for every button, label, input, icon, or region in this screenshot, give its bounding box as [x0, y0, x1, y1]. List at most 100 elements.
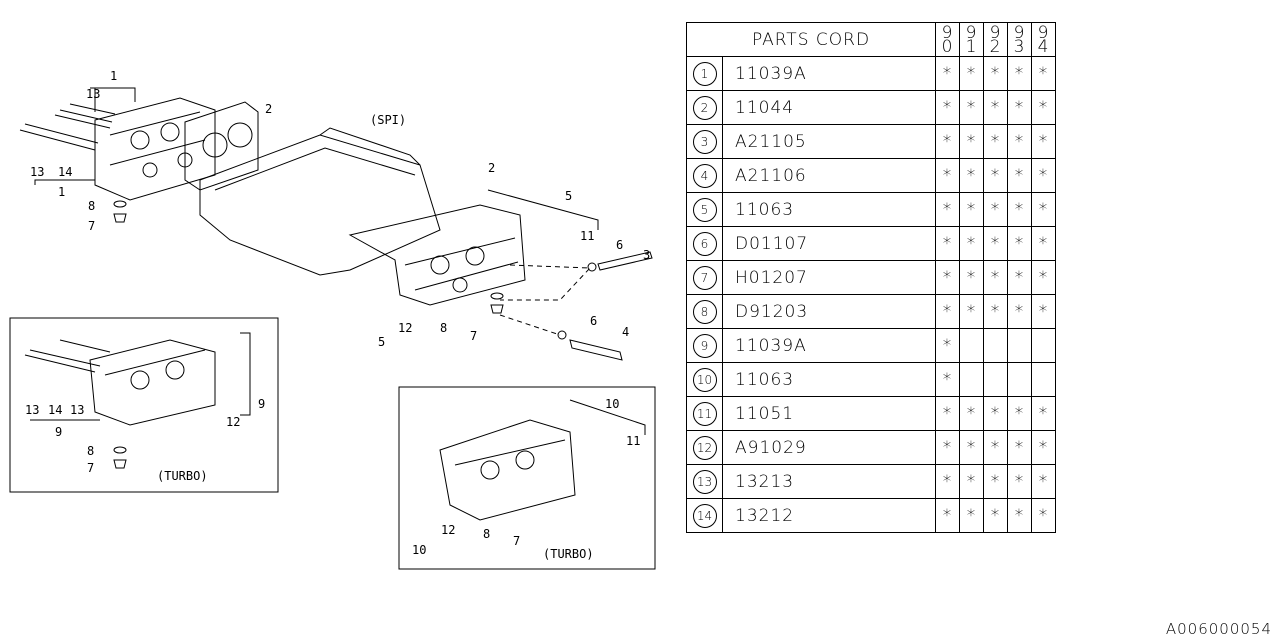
year-applicability-mark: * [983, 192, 1008, 227]
year-applicability-mark [959, 328, 984, 363]
year-applicability-mark: * [959, 294, 984, 329]
part-code: H01207 [722, 260, 936, 295]
label-turbo-left: (TURBO) [157, 469, 208, 483]
callout-8: 8 [87, 444, 94, 458]
callout-14: 14 [48, 403, 62, 417]
ref-number-circle: 4 [692, 163, 717, 188]
part-code: D91203 [722, 294, 936, 329]
year-applicability-mark: * [935, 226, 960, 261]
ref-number-circle: 12 [692, 435, 717, 460]
callout-2: 2 [488, 161, 495, 175]
part-code: 11044 [722, 90, 936, 125]
ref-number-circle: 10 [692, 367, 717, 392]
ref-number: 1 [686, 56, 723, 91]
year-applicability-mark: * [935, 260, 960, 295]
year-applicability-mark: * [935, 498, 960, 533]
year-applicability-mark: * [959, 226, 984, 261]
part-code: 11063 [722, 192, 936, 227]
year-applicability-mark: * [935, 192, 960, 227]
callout-13: 13 [30, 165, 44, 179]
callout-5: 5 [378, 335, 385, 349]
callout-7: 7 [513, 534, 520, 548]
year-applicability-mark: * [935, 56, 960, 91]
year-digit: 9 [965, 22, 978, 43]
ref-number-circle: 11 [692, 401, 717, 426]
year-applicability-mark: * [1031, 226, 1056, 261]
engine-block [199, 134, 441, 276]
ref-number: 11 [686, 396, 723, 431]
year-applicability-mark [983, 362, 1008, 397]
callout-11: 11 [580, 229, 594, 243]
year-applicability-mark: * [983, 56, 1008, 91]
year-applicability-mark: * [1031, 294, 1056, 329]
year-applicability-mark: * [959, 124, 984, 159]
part-code: A91029 [722, 430, 936, 465]
part-code: A21106 [722, 158, 936, 193]
part-code: 11063 [722, 362, 936, 397]
year-applicability-mark: * [983, 226, 1008, 261]
year-applicability-mark: * [935, 124, 960, 159]
year-applicability-mark: * [935, 464, 960, 499]
drawing-code: A006000054 [1165, 620, 1272, 638]
callout-12: 12 [441, 523, 455, 537]
callout-8: 8 [483, 527, 490, 541]
ref-number-circle: 6 [692, 231, 717, 256]
ref-number: 6 [686, 226, 723, 261]
callout-3: 3 [643, 248, 650, 262]
callout-7: 7 [470, 329, 477, 343]
year-applicability-mark: * [1031, 158, 1056, 193]
year-applicability-mark: * [935, 362, 960, 397]
year-applicability-mark: * [983, 90, 1008, 125]
callout-11: 11 [626, 434, 640, 448]
ref-number: 2 [686, 90, 723, 125]
ref-number-circle: 7 [692, 265, 717, 290]
head-gasket [184, 101, 259, 191]
ref-number: 3 [686, 124, 723, 159]
ref-number: 7 [686, 260, 723, 295]
year-digit: 9 [989, 22, 1002, 43]
year-applicability-mark: * [959, 498, 984, 533]
part-code: 11051 [722, 396, 936, 431]
callout-7: 7 [88, 219, 95, 233]
year-applicability-mark: * [1007, 396, 1032, 431]
ref-number: 8 [686, 294, 723, 329]
year-applicability-mark: * [983, 294, 1008, 329]
year-applicability-mark: * [959, 260, 984, 295]
year-digit: 9 [941, 22, 954, 43]
ref-number-circle: 13 [692, 469, 717, 494]
year-applicability-mark [983, 328, 1008, 363]
year-applicability-mark: * [1007, 430, 1032, 465]
year-applicability-mark: * [983, 124, 1008, 159]
part-code: 13213 [722, 464, 936, 499]
part-code: D01107 [722, 226, 936, 261]
year-applicability-mark: * [959, 192, 984, 227]
ref-number: 13 [686, 464, 723, 499]
year-applicability-mark: * [1031, 56, 1056, 91]
callout-4: 4 [622, 325, 629, 339]
year-applicability-mark: * [983, 430, 1008, 465]
year-applicability-mark [959, 362, 984, 397]
year-applicability-mark: * [1031, 464, 1056, 499]
year-applicability-mark: * [1031, 192, 1056, 227]
callout-10: 10 [412, 543, 426, 557]
year-applicability-mark: * [1007, 192, 1032, 227]
ref-number-circle: 8 [692, 299, 717, 324]
callout-1: 1 [110, 69, 117, 83]
callout-2: 2 [265, 102, 272, 116]
ref-number: 12 [686, 430, 723, 465]
year-applicability-mark: * [1007, 498, 1032, 533]
year-applicability-mark: * [1031, 260, 1056, 295]
turbo-inset-left [9, 317, 279, 493]
ref-number: 9 [686, 328, 723, 363]
